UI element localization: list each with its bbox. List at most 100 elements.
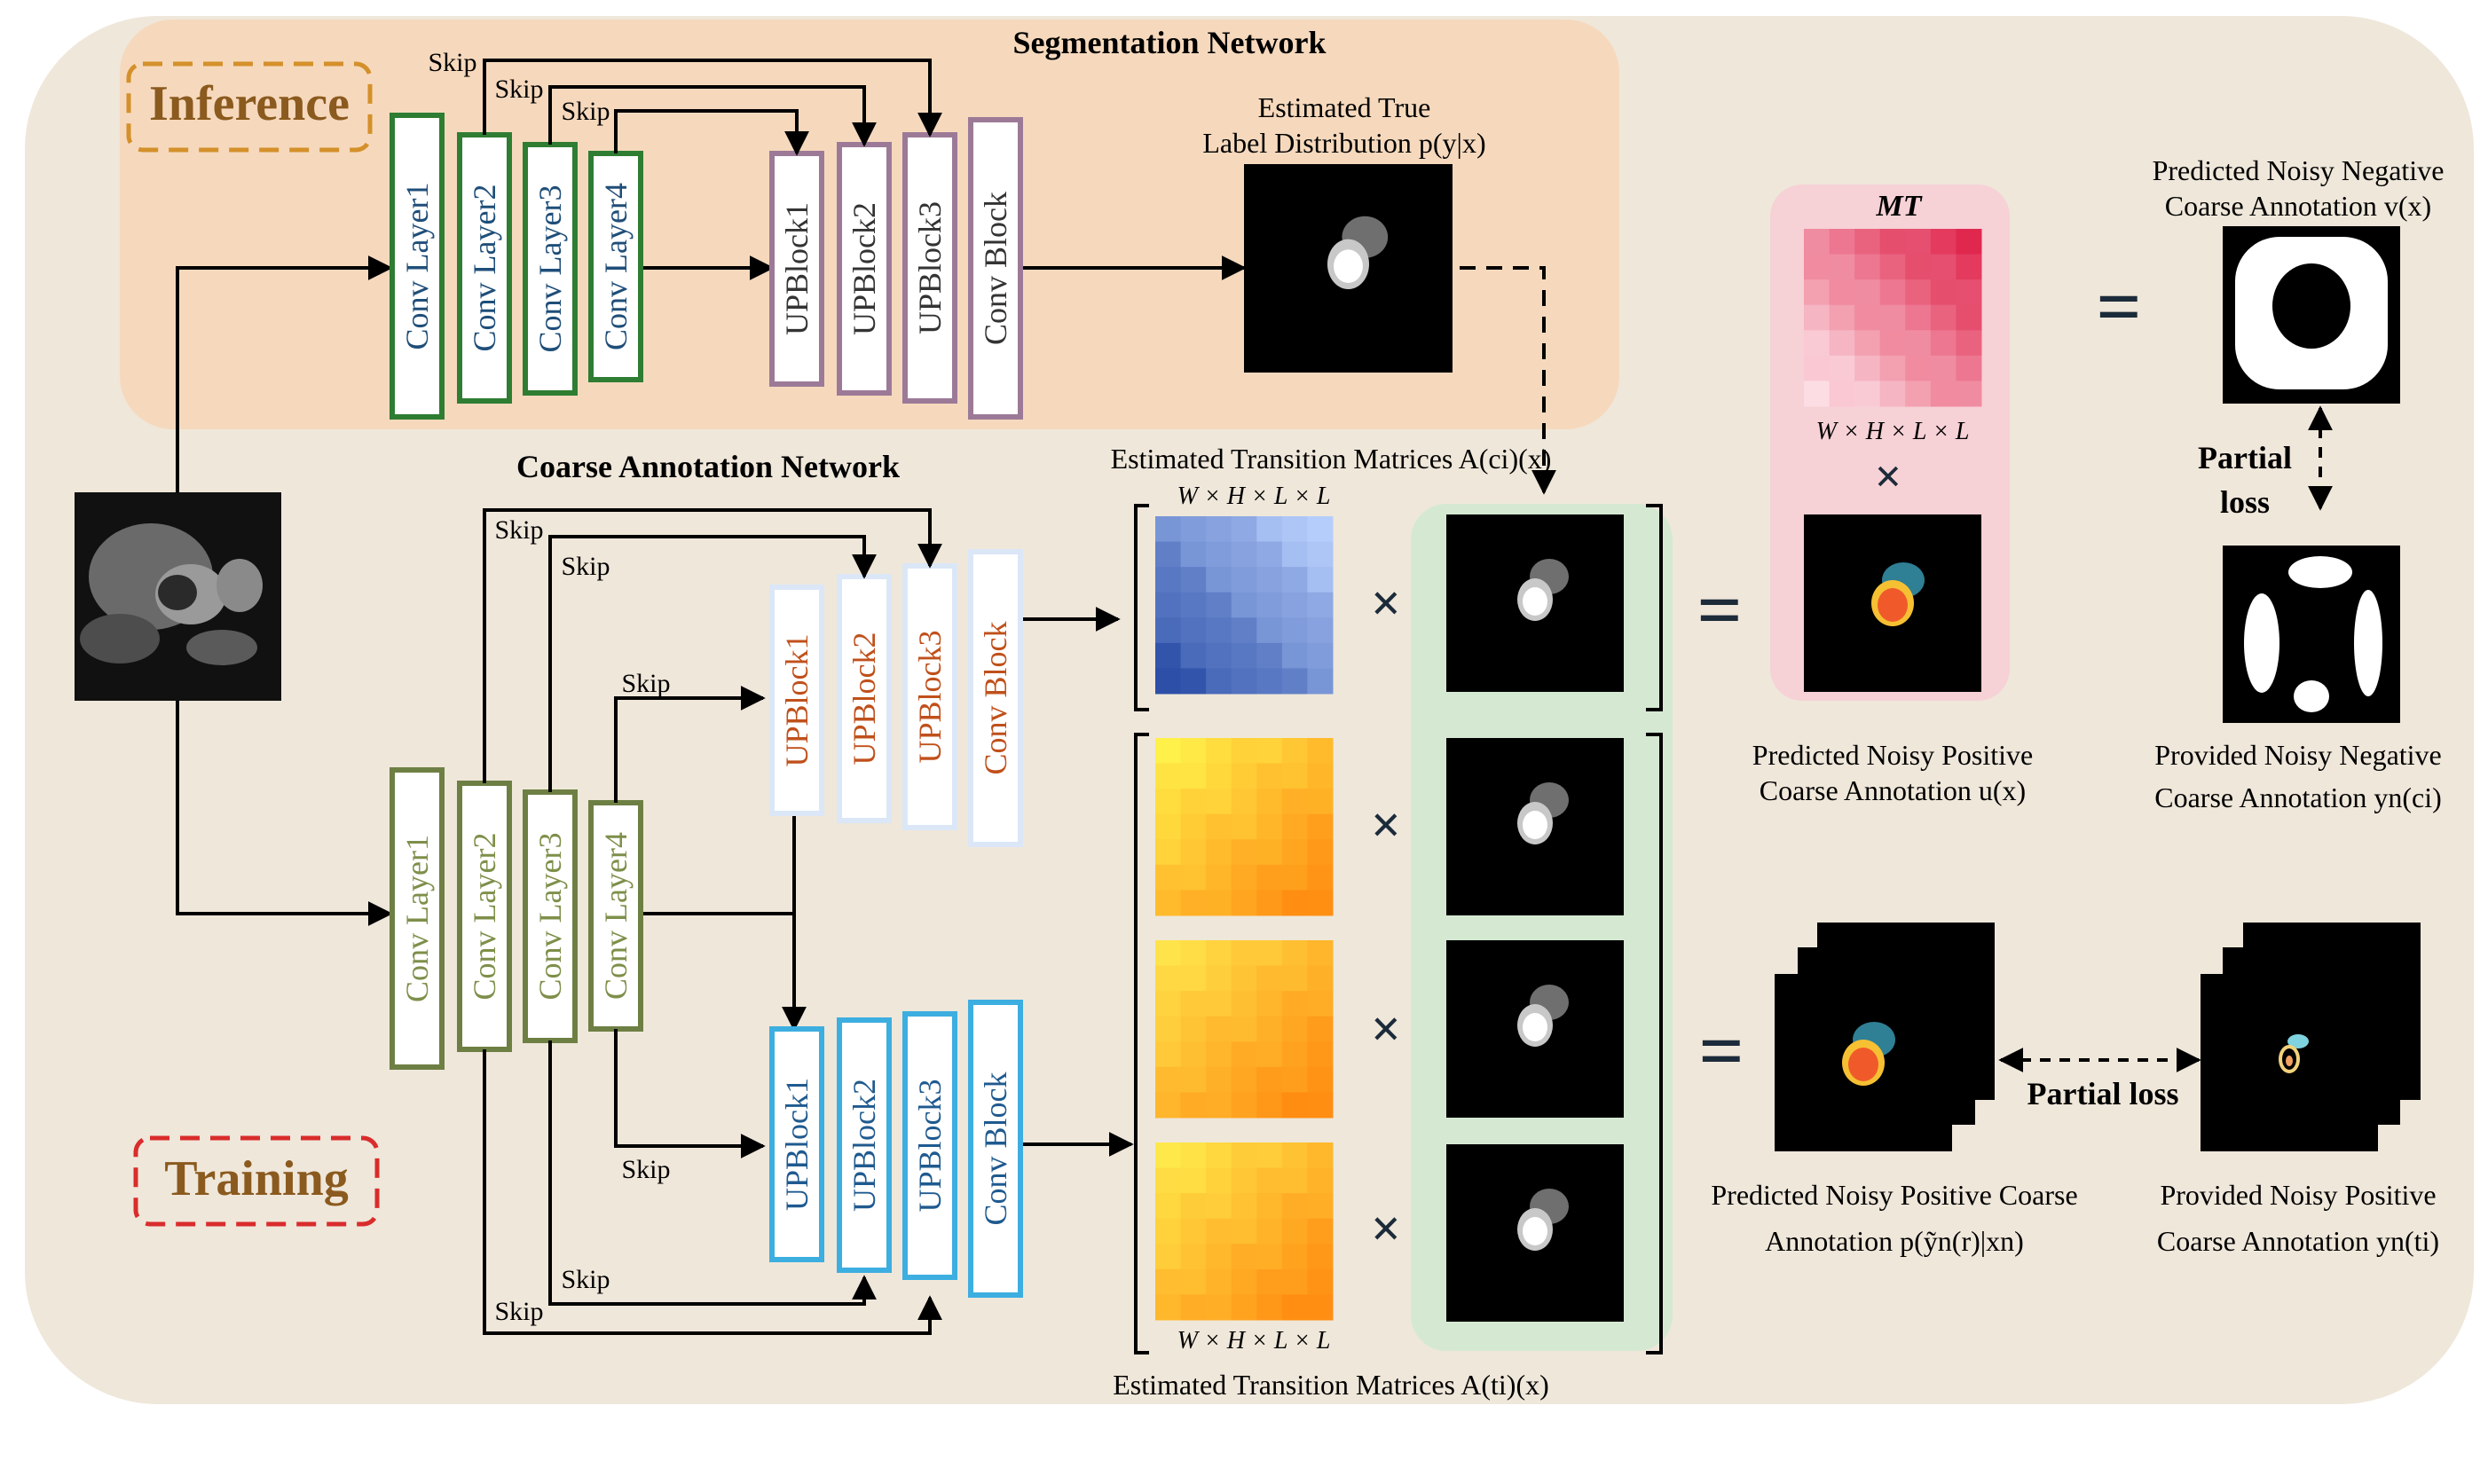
mask-gray-1 bbox=[1446, 514, 1624, 692]
seg-encoder-layer-2: Conv Layer2 bbox=[457, 132, 512, 404]
seg-decoder-block-2-label: UPBlock2 bbox=[846, 202, 882, 335]
coarse-top-skip-1 bbox=[483, 508, 942, 783]
coarse-encoder-layer-3: Conv Layer3 bbox=[523, 789, 578, 1043]
times-op-2: × bbox=[1371, 796, 1401, 854]
seg-encoder-layer-3-label: Conv Layer3 bbox=[532, 185, 568, 353]
pred-neg-label-line1: Predicted Noisy Negative bbox=[2153, 154, 2445, 186]
predicted-noisy-negative-image bbox=[2223, 226, 2400, 404]
coarse-top-block-3-label: UPBlock3 bbox=[912, 630, 948, 763]
coarse-bottom-block-3: UPBlock3 bbox=[902, 1011, 957, 1280]
seg-skip-3 bbox=[614, 109, 809, 156]
pred-pos-coarse-label-line2: Annotation p(ỹn(r)|xn) bbox=[1765, 1225, 2024, 1257]
seg-decoder-block-2: UPBlock2 bbox=[837, 142, 892, 396]
transition-bottom-label: Estimated Transition Matrices A(ti)(x) bbox=[1113, 1369, 1549, 1401]
coarse-encoder-layer-2-label: Conv Layer2 bbox=[467, 833, 502, 1001]
coarse-top-block-4: Conv Block bbox=[968, 549, 1023, 847]
est-true-label-line1: Estimated True bbox=[1258, 91, 1431, 123]
coarse-bottom-block-2-label: UPBlock2 bbox=[846, 1079, 882, 1212]
coarse-top-skip-label-1: Skip bbox=[494, 515, 543, 545]
coarse-bottom-block-2: UPBlock2 bbox=[837, 1017, 892, 1273]
coarse-bottom-block-4: Conv Block bbox=[968, 1000, 1023, 1298]
mask-gray-3 bbox=[1446, 940, 1624, 1118]
transition-matrix-true-2 bbox=[1155, 940, 1334, 1119]
coarse-bottom-block-1: UPBlock1 bbox=[769, 1026, 824, 1262]
coarse-top-skip-label-3: Skip bbox=[621, 669, 670, 698]
coarse-title: Coarse Annotation Network bbox=[516, 449, 900, 484]
coarse-top-block-3: UPBlock3 bbox=[902, 563, 957, 830]
coarse-top-block-1-label: UPBlock1 bbox=[779, 633, 815, 766]
coarse-top-skip-2 bbox=[548, 535, 877, 792]
coarse-bottom-skip-2 bbox=[548, 1040, 877, 1306]
coarse-top-skip-3 bbox=[614, 686, 766, 803]
seg-decoder-block-4: Conv Block bbox=[968, 117, 1023, 420]
mt-matrix bbox=[1804, 229, 1982, 407]
seg-encoder-layer-3: Conv Layer3 bbox=[523, 142, 578, 396]
seg-decoder-block-1-label: UPBlock1 bbox=[779, 202, 815, 335]
seg-encoder-layer-2-label: Conv Layer2 bbox=[467, 185, 502, 352]
prov-neg-label-line1: Provided Noisy Negative bbox=[2154, 739, 2442, 771]
equals-op-3: = bbox=[1698, 1008, 1744, 1095]
pred-pos-u-label-line2: Coarse Annotation u(x) bbox=[1760, 774, 2026, 806]
seg-skip-label-2: Skip bbox=[494, 75, 543, 104]
estimated-true-label-image bbox=[1244, 164, 1453, 373]
seg-skip-label-1: Skip bbox=[428, 48, 476, 77]
mask-gray-2 bbox=[1446, 738, 1624, 915]
coarse-bottom-block-4-label: Conv Block bbox=[978, 1072, 1013, 1225]
seg-decoder-block-1: UPBlock1 bbox=[769, 151, 824, 387]
times-op-3: × bbox=[1371, 1000, 1401, 1058]
seg-encoder-layer-4: Conv Layer4 bbox=[588, 151, 643, 382]
seg-skip-1 bbox=[483, 59, 942, 137]
transition-matrix-coarse bbox=[1155, 516, 1334, 695]
seg-decoder-block-4-label: Conv Block bbox=[978, 192, 1013, 345]
seg-skip-2 bbox=[548, 85, 877, 147]
seg-encoder-layer-4-label: Conv Layer4 bbox=[598, 183, 634, 350]
coarse-bottom-skip-label-2: Skip bbox=[561, 1265, 610, 1294]
provided-noisy-negative-image bbox=[2223, 546, 2400, 723]
coarse-bottom-skip-3 bbox=[614, 1029, 766, 1158]
coarse-top-block-1: UPBlock1 bbox=[769, 585, 824, 816]
coarse-top-skip-label-2: Skip bbox=[561, 552, 610, 581]
seg-encoder-layer-1-label: Conv Layer1 bbox=[399, 183, 435, 350]
transition-bottom-dims: W × H × L × L bbox=[1177, 1327, 1331, 1354]
times-op-4: × bbox=[1371, 1199, 1401, 1258]
mt-label: MT bbox=[1876, 190, 1923, 223]
partial-loss-inline: Partial loss bbox=[2027, 1076, 2179, 1111]
pred-pos-u-label-line1: Predicted Noisy Positive bbox=[1752, 739, 2033, 771]
predicted-noisy-positive-u-image bbox=[1804, 514, 1981, 692]
transition-top-label: Estimated Transition Matrices A(ci)(x) bbox=[1111, 443, 1552, 475]
coarse-encoder-layer-4-label: Conv Layer4 bbox=[598, 832, 634, 1000]
coarse-bottom-skip-label-1: Skip bbox=[494, 1297, 543, 1326]
seg-encoder-layer-1: Conv Layer1 bbox=[390, 113, 445, 420]
green-panel bbox=[1411, 504, 1673, 1351]
partial-loss-line1: Partial bbox=[2198, 440, 2292, 475]
coarse-bottom-skip-label-3: Skip bbox=[621, 1155, 670, 1184]
input-mri-image bbox=[75, 492, 281, 701]
seg-decoder-block-3: UPBlock3 bbox=[902, 132, 957, 404]
coarse-encoder-layer-1-label: Conv Layer1 bbox=[399, 835, 435, 1002]
inference-badge bbox=[126, 61, 373, 153]
times-mt: × bbox=[1875, 450, 1902, 503]
seg-decoder-block-3-label: UPBlock3 bbox=[912, 201, 948, 334]
transition-matrix-true-1 bbox=[1155, 738, 1334, 916]
segmentation-title: Segmentation Network bbox=[1013, 25, 1327, 60]
pred-pos-coarse-label-line1: Predicted Noisy Positive Coarse bbox=[1711, 1179, 2077, 1211]
transition-matrix-true-3 bbox=[1155, 1142, 1334, 1321]
transition-top-dims: W × H × L × L bbox=[1177, 483, 1331, 510]
prov-pos-label-line1: Provided Noisy Positive bbox=[2160, 1179, 2436, 1211]
coarse-encoder-layer-3-label: Conv Layer3 bbox=[532, 833, 568, 1001]
equals-op-1: = bbox=[1697, 567, 1742, 655]
prov-neg-label-line2: Coarse Annotation yn(ci) bbox=[2154, 781, 2441, 813]
coarse-bottom-skip-1 bbox=[483, 1049, 942, 1335]
seg-skip-label-3: Skip bbox=[561, 97, 610, 126]
provided-noisy-positive-image bbox=[2201, 974, 2378, 1151]
predicted-noisy-positive-coarse-image bbox=[1775, 974, 1952, 1151]
coarse-encoder-layer-1: Conv Layer1 bbox=[390, 767, 445, 1070]
training-badge bbox=[133, 1135, 380, 1227]
coarse-bottom-block-3-label: UPBlock3 bbox=[912, 1079, 948, 1212]
times-op-1: × bbox=[1371, 574, 1401, 632]
coarse-encoder-layer-2: Conv Layer2 bbox=[457, 781, 512, 1052]
inference-badge-label: Inference bbox=[149, 76, 350, 131]
